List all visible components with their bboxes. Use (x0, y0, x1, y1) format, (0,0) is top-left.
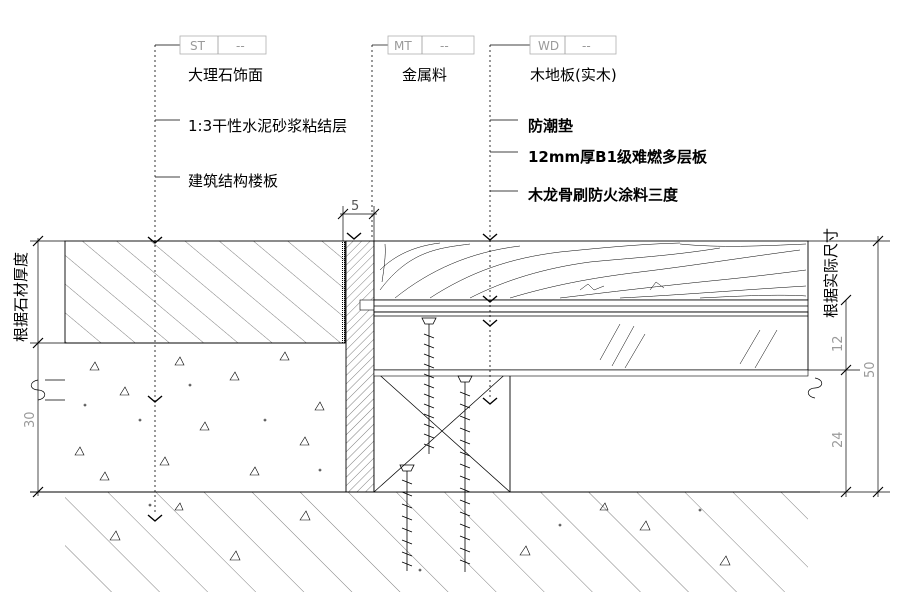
leader-lines (147, 44, 530, 522)
tag-metal-code: MT (394, 39, 412, 53)
stone-face (64, 240, 346, 344)
floor-slab (30, 491, 820, 592)
right-side-note: 根据实际尺寸 (822, 228, 840, 318)
tag-stone-suffix: -- (236, 39, 245, 53)
tag-wood: WD -- (529, 35, 617, 55)
tag-wood-suffix: -- (582, 39, 591, 53)
tag-metal-suffix: -- (440, 39, 449, 53)
top-gap-dimension: 5 (337, 199, 380, 241)
left-side-note: 根据石材厚度 (12, 252, 30, 342)
label-mortar-layer: 1:3干性水泥砂浆粘结层 (188, 117, 347, 135)
slab-aggregate (109, 502, 731, 572)
right-dimensions: 根据实际尺寸 12 24 50 (807, 228, 890, 498)
label-wood-floor: 木地板(实木) (530, 66, 617, 84)
dim-thirty: 30 (23, 411, 38, 428)
tag-metal: MT -- (387, 35, 475, 55)
wood-floor-board (373, 240, 809, 493)
label-floor-slab: 建筑结构楼板 (188, 172, 278, 190)
dim-twentyfour: 24 (831, 431, 846, 448)
label-plywood: 12mm厚B1级难燃多层板 (528, 148, 708, 166)
mortar-layer (65, 342, 345, 481)
dim-fifty: 50 (863, 361, 878, 378)
tag-wood-code: WD (538, 39, 559, 53)
left-dimensions: 根据石材厚度 30 (12, 235, 65, 498)
screws (399, 317, 473, 572)
tag-stone: ST -- (179, 35, 267, 55)
label-moisture-pad: 防潮垫 (528, 117, 573, 135)
label-keel: 木龙骨刷防火涂料三度 (527, 186, 679, 204)
tag-stone-code: ST (190, 39, 206, 53)
dim-top-gap: 5 (351, 199, 359, 214)
label-metal: 金属料 (402, 66, 447, 84)
dim-twelve: 12 (831, 335, 846, 352)
label-stone-face: 大理石饰面 (188, 66, 263, 84)
